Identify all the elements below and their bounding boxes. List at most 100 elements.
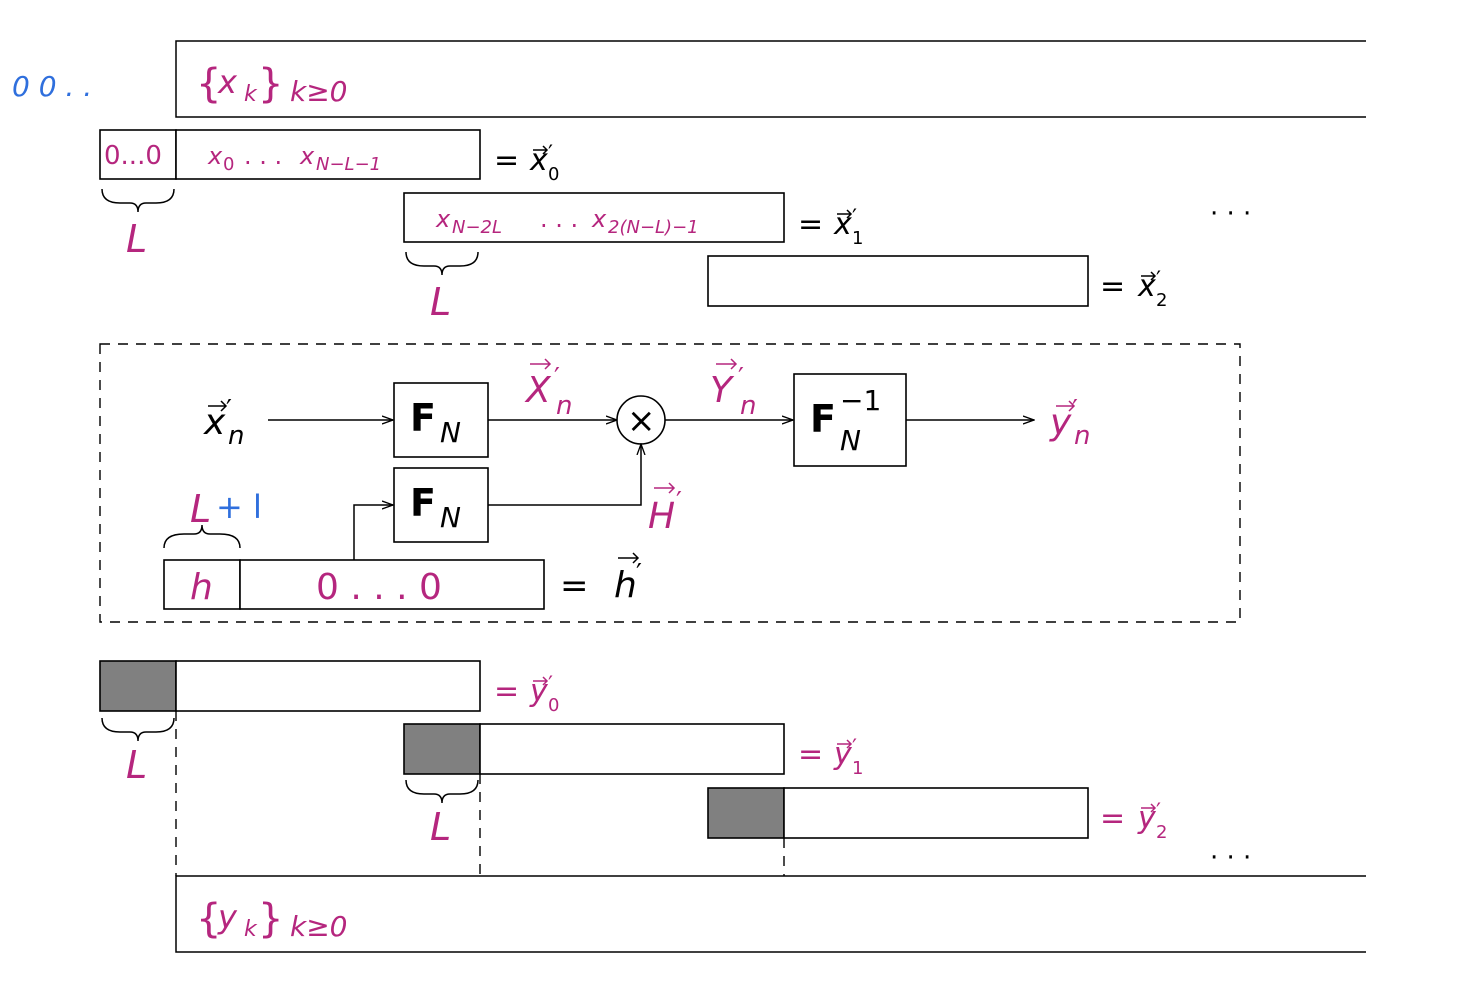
output-block-2-valid: [783, 787, 1089, 839]
output-block-1-vec-symbol: y: [833, 737, 853, 772]
input-block-0-dots: . . .: [244, 142, 282, 170]
spectrum-Y-symbol: Y: [710, 370, 735, 411]
output-block-0-equals: =: [494, 674, 519, 709]
spectrum-X-symbol: X: [524, 370, 552, 411]
spectrum-X-sub: n: [556, 391, 572, 421]
ifft-superscript: −1: [840, 384, 881, 417]
input-block-0-vec-symbol: x: [529, 143, 548, 178]
fft-top-sub: N: [440, 416, 461, 449]
output-stream-brace-close: }: [258, 896, 283, 942]
output-block-0: = y ′ 0 L: [99, 660, 559, 876]
input-block-0-first-sub: 0: [223, 154, 234, 175]
handwritten-plus-one-note: + l: [216, 488, 262, 526]
input-block-2-vec-symbol: x: [1137, 269, 1156, 304]
input-stream-brace-close: }: [258, 61, 283, 107]
input-block-1-vec-symbol: x: [833, 207, 852, 242]
filter-spectrum-prime: ′: [676, 487, 682, 517]
filter-taps-label: h: [190, 567, 213, 608]
input-block-2-vec-sub: 2: [1156, 290, 1167, 311]
fft-bottom-symbol: F: [410, 481, 436, 525]
input-block-2-data: [707, 255, 1089, 307]
input-block-1-data: [403, 192, 785, 243]
input-block-1-last-symbol: x: [591, 205, 607, 233]
pipeline-input-symbol: x: [203, 402, 226, 443]
pipeline-output-symbol: y: [1049, 402, 1072, 443]
output-block-2-vec-symbol: y: [1137, 801, 1157, 836]
processing-pipeline: x ′ n F N X ′ n × Y ′ n F −1 N y ′ n: [99, 343, 1241, 623]
filter-taps-cell: [163, 559, 241, 610]
input-stream-symbol: x: [217, 63, 238, 101]
output-stream-brace-open: {: [196, 896, 221, 942]
multiply-symbol: ×: [627, 401, 656, 441]
filter-vec-prime: ′: [636, 559, 642, 589]
input-block-1-brace: [405, 251, 479, 276]
output-block-0-discard: [99, 660, 177, 712]
output-stream-sub: k: [244, 917, 258, 942]
output-block-1-brace-label: L: [430, 805, 451, 849]
pipeline-frame: [99, 343, 1241, 623]
ifft-sub: N: [840, 424, 861, 457]
input-block-0-vec-sub: 0: [548, 164, 559, 185]
output-block-0-valid: [175, 660, 481, 712]
input-block-0-data: [175, 129, 481, 180]
input-block-0-brace-label: L: [126, 217, 147, 261]
input-block-0-brace: [101, 188, 175, 213]
input-block-1-vec-sub: 1: [852, 228, 863, 249]
pipeline-input-sub: n: [228, 421, 244, 451]
input-block-1-first-symbol: x: [435, 205, 451, 233]
output-block-1: = y ′ 1 L: [403, 723, 863, 876]
input-block-0-last-symbol: x: [299, 142, 315, 170]
output-block-2-vec-prime: ′: [1156, 800, 1161, 825]
input-stream-brace-open: {: [196, 61, 221, 107]
fft-top-symbol: F: [410, 396, 436, 440]
input-block-1-first-sub: N−2L: [452, 217, 502, 238]
input-block-1-brace-label: L: [430, 280, 451, 324]
fft-block-top: [393, 382, 489, 458]
pipeline-output-prime: ′: [1072, 395, 1078, 425]
ifft-symbol: F: [810, 397, 836, 441]
output-block-0-vec-prime: ′: [548, 673, 553, 698]
filter-equals: =: [560, 566, 589, 606]
input-block-0-zero-pad: [99, 129, 177, 180]
output-block-0-vec-symbol: y: [529, 674, 549, 709]
output-block-1-discard: [403, 723, 481, 775]
output-block-1-vec-sub: 1: [852, 758, 863, 779]
input-block-2-equals: =: [1100, 269, 1125, 304]
output-block-1-equals: =: [798, 737, 823, 772]
output-stream-symbol: y: [217, 898, 238, 936]
arrow-filter-to-fft: [353, 505, 393, 560]
pipeline-input-prime: ′: [226, 395, 232, 425]
fft-block-bottom: [393, 467, 489, 543]
input-block-1-last-sub: 2(N−L)−1: [608, 217, 699, 238]
input-blocks-ellipsis: · · ·: [1210, 199, 1251, 229]
arrow-filter-spectrum-to-multiply: [488, 444, 641, 506]
input-stream: { x k } k≥0 0 0 . .: [12, 40, 1366, 118]
input-block-1: x N−2L . . . x 2(N−L)−1 = x ′ 1 L · · ·: [403, 192, 1251, 324]
output-block-0-brace: [101, 717, 175, 742]
output-block-1-brace: [405, 779, 479, 804]
handwritten-zero-padding-note: 0 0 . .: [12, 70, 92, 103]
fft-bottom-sub: N: [440, 501, 461, 534]
input-stream-sub: k: [244, 82, 258, 107]
input-stream-range: k≥0: [290, 75, 348, 108]
spectrum-Y-prime: ′: [738, 363, 744, 393]
input-block-0-vec-prime: ′: [548, 142, 553, 167]
filter-brace: [163, 524, 241, 549]
filter-vec-symbol: h: [614, 565, 637, 606]
output-blocks-ellipsis: · · ·: [1210, 843, 1251, 873]
filter-brace-label: L: [190, 487, 211, 531]
input-block-1-dots: . . .: [540, 205, 578, 233]
spectrum-Y-sub: n: [740, 391, 756, 421]
output-stream: { y k } k≥0: [175, 875, 1366, 953]
input-block-0-first-symbol: x: [207, 142, 223, 170]
output-block-0-vec-sub: 0: [548, 695, 559, 716]
pipeline-output-sub: n: [1074, 421, 1090, 451]
output-block-0-brace-label: L: [126, 743, 147, 787]
output-block-1-vec-prime: ′: [852, 736, 857, 761]
input-block-2-vec-prime: ′: [1156, 268, 1161, 293]
filter-zeros-label: 0 . . . 0: [316, 567, 442, 608]
spectrum-X-prime: ′: [554, 363, 560, 393]
output-block-2-discard: [707, 787, 785, 839]
output-block-2-equals: =: [1100, 801, 1125, 836]
